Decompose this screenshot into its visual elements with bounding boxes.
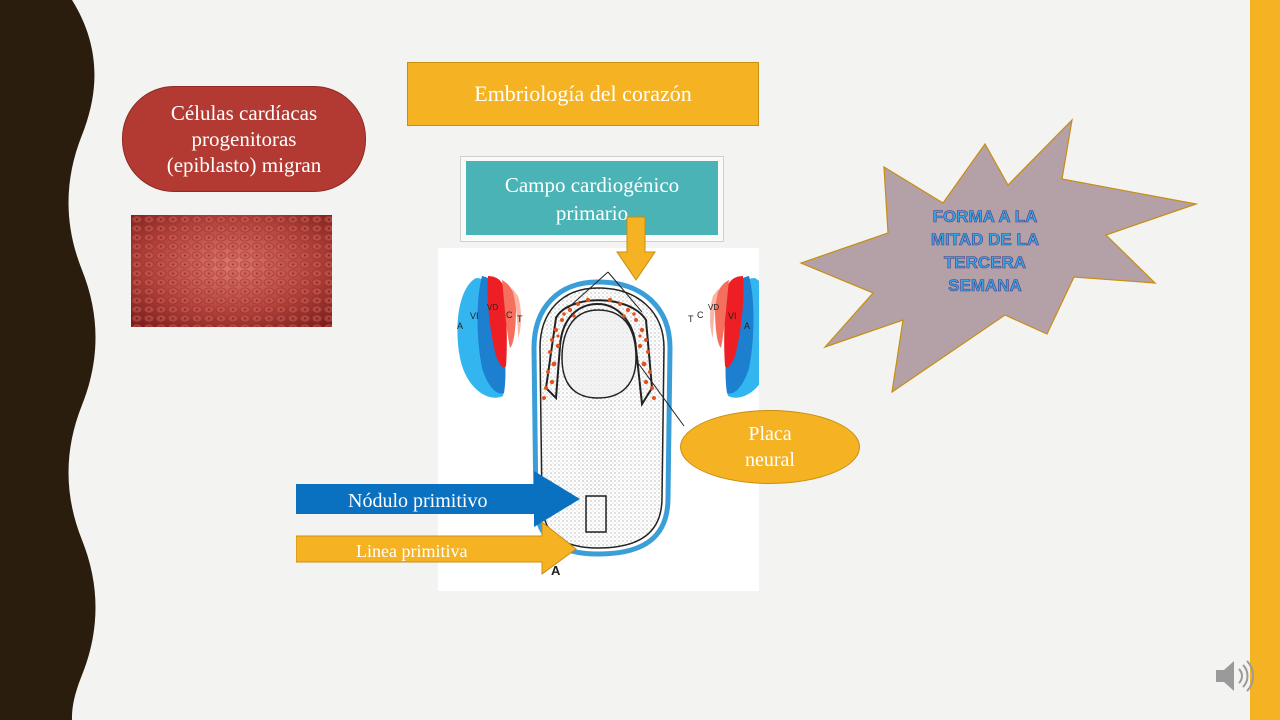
placa-line-1: Placa	[748, 423, 792, 445]
right-heart-label-vi: VI	[728, 311, 737, 321]
right-heart-label-vd: VD	[708, 303, 719, 312]
starburst-text: FORMA A LA MITAD DE LA TERCERA SEMANA	[900, 205, 1070, 297]
primitive-streak-arrow: Linea primitiva	[296, 520, 577, 575]
embryo-diagram: A VI VD C T T C VD VI A	[438, 248, 759, 591]
placa-line-2: neural	[745, 449, 795, 471]
embryonic-disc	[531, 271, 685, 557]
right-heart-label-c: C	[697, 310, 704, 320]
primitive-streak-label: Linea primitiva	[356, 541, 467, 561]
cardiogenic-field-label: Campo cardiogénico primario	[466, 161, 718, 235]
right-heart-label-t: T	[688, 314, 694, 324]
speaker-icon[interactable]	[1214, 656, 1256, 696]
star-line-3: TERCERA	[943, 253, 1027, 273]
left-heart-label-a: A	[457, 321, 463, 331]
left-heart-label-t: T	[517, 314, 523, 324]
star-line-2: MITAD DE LA	[930, 230, 1040, 250]
left-heart-field	[457, 276, 521, 398]
progenitor-line-3: (epiblasto) migran	[166, 153, 322, 177]
field-arrow	[616, 216, 656, 281]
left-heart-label-vi: VI	[470, 311, 479, 321]
field-line-1: Campo cardiogénico	[504, 173, 680, 197]
right-heart-label-a: A	[744, 321, 750, 331]
left-decorative-band	[0, 0, 96, 720]
epiblast-photo	[131, 215, 332, 327]
primitive-node-label: Nódulo primitivo	[348, 490, 487, 512]
slide-title-text: Embriología del corazón	[474, 81, 692, 106]
right-accent-band	[1250, 0, 1280, 720]
left-heart-label-c: C	[506, 310, 513, 320]
panel-letter: A	[551, 563, 561, 578]
primitive-node-arrow: Nódulo primitivo	[296, 471, 580, 527]
left-heart-label-vd: VD	[487, 303, 498, 312]
star-line-1: FORMA A LA	[932, 207, 1038, 227]
field-line-2: primario	[555, 201, 629, 225]
star-line-4: SEMANA	[948, 276, 1022, 296]
slide-title: Embriología del corazón	[407, 62, 759, 126]
neural-plate-label: Placa neural	[680, 410, 860, 484]
progenitor-cells-label: Células cardíacas progenitoras (epiblast…	[122, 86, 366, 192]
progenitor-line-1: Células cardíacas	[170, 101, 318, 125]
right-heart-field	[710, 276, 759, 398]
starburst-shape	[799, 118, 1198, 393]
progenitor-line-2: progenitoras	[191, 127, 297, 151]
